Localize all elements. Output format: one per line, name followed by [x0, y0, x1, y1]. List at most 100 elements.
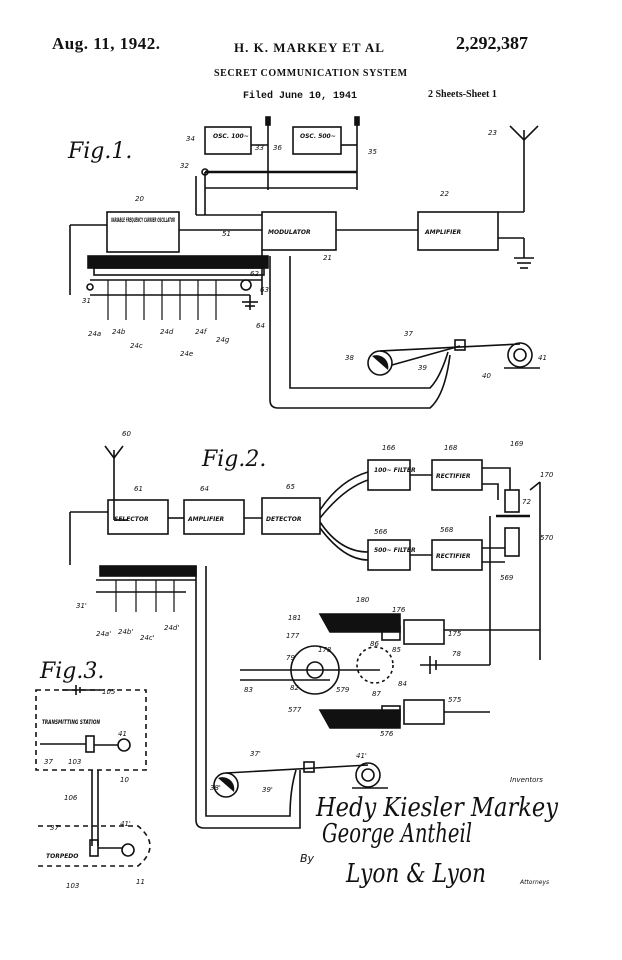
attorneys-label: Attorneys [519, 879, 549, 886]
ref-83: 83 [244, 686, 253, 694]
ref-41: 41 [538, 354, 547, 362]
figure-2: Fig.2. SELECTOR AMPLIFIER DETECTOR 100~ … [69, 430, 554, 829]
ref-31p: 31' [76, 602, 87, 610]
ref-60: 60 [122, 430, 131, 438]
fig2-roll-strip [99, 565, 197, 577]
ref-41p: 41' [356, 752, 367, 760]
ref-72: 72 [522, 498, 531, 506]
ref-62: 62 [250, 270, 259, 278]
ref-568: 568 [440, 526, 454, 534]
ref-170: 170 [540, 471, 554, 479]
ref-20: 20 [135, 195, 144, 203]
rectifier-2-label: RECTIFIER [436, 553, 471, 560]
by-label: By [300, 852, 315, 865]
fig2-motor-41p [355, 762, 381, 788]
ref-579: 579 [336, 686, 350, 694]
magnet-575 [403, 699, 445, 725]
ref-181: 181 [288, 614, 301, 622]
ref-24ap: 24a' [96, 630, 111, 638]
torpedo-label: TORPEDO [46, 853, 78, 860]
magnet-175 [403, 619, 445, 645]
ref-41-fig3: 41 [118, 730, 127, 738]
ref-24g: 24g [216, 336, 230, 344]
ref-64-fig2: 64 [200, 485, 209, 493]
osc-100-label: OSC. 100~ [213, 133, 249, 140]
ref-23: 23 [488, 129, 497, 137]
ref-24a: 24a [88, 330, 101, 338]
ref-570: 570 [540, 534, 554, 542]
figure-1: Fig.1. OSC. 100~ OSC. 500~ VARIABLE FREQ… [67, 116, 547, 409]
filter-100-label: 100~ FILTER [374, 467, 416, 474]
filed-date: Filed June 10, 1941 [243, 91, 358, 102]
patent-date: Aug. 11, 1942. [52, 34, 161, 53]
ref-24dp: 24d' [164, 624, 179, 632]
detector-label: DETECTOR [266, 516, 302, 523]
ref-175: 175 [448, 630, 462, 638]
ref-105: 105 [102, 688, 116, 696]
ref-166: 166 [382, 444, 396, 452]
rectifier-1-box [431, 459, 483, 491]
inventors-label: Inventors [510, 776, 543, 784]
ref-51: 51 [222, 230, 231, 238]
relay-coil-169 [504, 489, 520, 513]
ref-569: 569 [500, 574, 514, 582]
osc-500-box [292, 126, 342, 155]
filter-500-label: 500~ FILTER [374, 547, 416, 554]
ref-106: 106 [64, 794, 78, 802]
signature-block: Inventors Hedy Kiesler Markey George Ant… [300, 776, 558, 889]
modulator-box [261, 211, 337, 251]
signature-antheil: George Antheil [322, 819, 472, 849]
signature-markey: Hedy Kiesler Markey [315, 793, 558, 823]
ref-176: 176 [392, 606, 406, 614]
ref-63: 63 [260, 286, 269, 294]
ref-178: 178 [318, 646, 332, 654]
fig2-caption: Fig.2. [201, 447, 266, 472]
ref-24b: 24b [112, 328, 126, 336]
ref-78: 78 [452, 650, 461, 658]
ref-38: 38 [345, 354, 354, 362]
ref-86: 86 [370, 640, 379, 648]
osc-100-box [204, 126, 252, 155]
ref-33: 33 [255, 144, 264, 152]
ref-37p: 37' [250, 750, 261, 758]
rectifier-1-label: RECTIFIER [436, 473, 471, 480]
ref-24f: 24f [195, 328, 208, 336]
ref-40: 40 [482, 372, 491, 380]
vfco-box [106, 211, 180, 253]
ref-64: 64 [256, 322, 265, 330]
ref-577: 577 [288, 706, 302, 714]
ref-576: 576 [380, 730, 394, 738]
fig1-amplifier-box [417, 211, 499, 251]
selector-box [107, 499, 169, 535]
patent-number: 2,292,387 [456, 33, 528, 53]
ref-85: 85 [392, 646, 401, 654]
patent-title: SECRET COMMUNICATION SYSTEM [214, 68, 408, 79]
ref-32: 32 [180, 162, 189, 170]
fig2-amplifier-label: AMPLIFIER [187, 516, 224, 523]
ref-24d: 24d [160, 328, 174, 336]
ref-37p-fig3: 37' [50, 824, 61, 832]
detector-box [261, 497, 321, 535]
torpedo-outline-11 [38, 825, 151, 867]
ref-180: 180 [356, 596, 370, 604]
fig1-amplifier-label: AMPLIFIER [424, 229, 461, 236]
rectifier-2-box [431, 539, 483, 571]
ref-24e: 24e [180, 350, 193, 358]
station-label: TRANSMITTING STATION [42, 719, 100, 726]
patent-inventors: H. K. MARKEY ET AL [234, 40, 385, 55]
ref-35: 35 [368, 148, 377, 156]
ref-31: 31 [82, 297, 91, 305]
ref-61: 61 [134, 485, 143, 493]
ref-24cp: 24c' [140, 634, 155, 642]
selector-label: SELECTOR [114, 516, 149, 523]
fig3-caption: Fig.3. [39, 659, 104, 684]
ref-11: 11 [136, 878, 145, 886]
modulator-label: MODULATOR [268, 229, 311, 236]
ref-39: 39 [418, 364, 427, 372]
ref-36: 36 [273, 144, 282, 152]
fig1-motor-41 [507, 342, 533, 368]
attorney-signature: Lyon & Lyon [345, 859, 486, 889]
ref-22: 22 [440, 190, 449, 198]
ref-37: 37 [404, 330, 413, 338]
ref-82: 82 [290, 684, 299, 692]
